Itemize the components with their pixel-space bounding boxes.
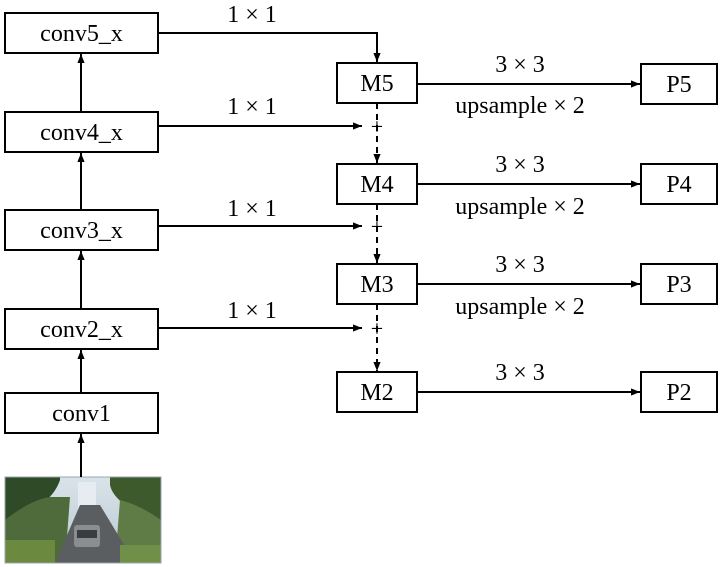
upsample-label-4: upsample × 2: [455, 194, 585, 220]
smooth-label-4: 3 × 3: [495, 152, 545, 178]
conv1-box: conv1: [4, 392, 159, 434]
plus-node-4: +: [371, 114, 383, 139]
smooth-label-5: 3 × 3: [495, 52, 545, 78]
plus-node-3: +: [371, 214, 383, 239]
m4-label: M4: [360, 172, 393, 198]
plus-node-2: +: [371, 316, 383, 341]
smooth-label-3: 3 × 3: [495, 252, 545, 278]
conv4-label: conv4_x: [40, 120, 123, 146]
upsample-label-5: upsample × 2: [455, 93, 585, 119]
lateral-label-5: 1 × 1: [227, 2, 277, 28]
conv1-label: conv1: [52, 401, 111, 427]
lateral-label-3: 1 × 1: [227, 196, 277, 222]
m3-box: M3: [336, 263, 418, 305]
conv5-label: conv5_x: [40, 21, 123, 47]
p2-label: P2: [666, 380, 691, 406]
lateral-label-2: 1 × 1: [227, 298, 277, 324]
p5-label: P5: [666, 72, 691, 98]
p5-box: P5: [640, 63, 718, 105]
p3-label: P3: [666, 272, 691, 298]
conv3-label: conv3_x: [40, 218, 123, 244]
smooth-label-2: 3 × 3: [495, 360, 545, 386]
m3-label: M3: [360, 272, 393, 298]
input-image: [4, 476, 162, 564]
m2-label: M2: [360, 380, 393, 406]
m2-box: M2: [336, 371, 418, 413]
conv2-box: conv2_x: [4, 308, 159, 350]
p4-box: P4: [640, 163, 718, 205]
m5-box: M5: [336, 62, 418, 104]
upsample-label-3: upsample × 2: [455, 294, 585, 320]
conv2-label: conv2_x: [40, 317, 123, 343]
lateral-conv5-m5: [158, 32, 381, 62]
conv3-box: conv3_x: [4, 209, 159, 251]
lateral-label-4: 1 × 1: [227, 94, 277, 120]
p2-box: P2: [640, 371, 718, 413]
conv4-box: conv4_x: [4, 111, 159, 153]
m5-label: M5: [360, 71, 393, 97]
p3-box: P3: [640, 263, 718, 305]
p4-label: P4: [666, 172, 691, 198]
m4-box: M4: [336, 163, 418, 205]
conv5-box: conv5_x: [4, 12, 159, 54]
